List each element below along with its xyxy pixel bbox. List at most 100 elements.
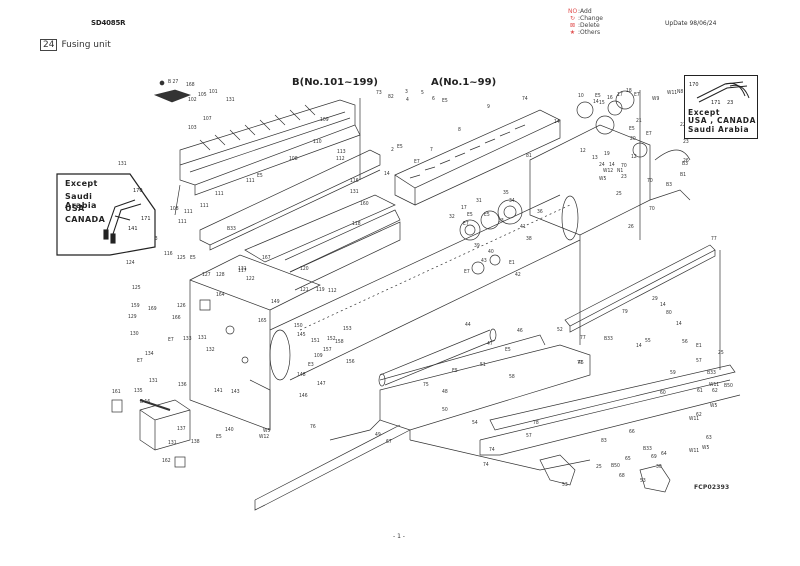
part-label: E5 xyxy=(629,126,635,132)
part-label: 52 xyxy=(557,327,563,333)
part-label: E7 xyxy=(168,337,174,343)
part-label: 6 xyxy=(432,96,435,102)
part-label-170: 170 xyxy=(689,82,699,88)
part-label: W12 xyxy=(259,434,269,440)
part-label: 73 xyxy=(376,90,382,96)
part-label: 157 xyxy=(323,347,332,353)
part-label: 53 xyxy=(562,482,568,488)
part-label: 70 xyxy=(621,163,627,169)
inset-left-line-3: USA xyxy=(65,204,85,213)
part-label: 32 xyxy=(449,214,455,220)
part-label: 10 xyxy=(578,93,584,99)
part-label: W9 xyxy=(652,96,659,102)
part-label: 5 xyxy=(421,90,424,96)
part-label: 42 xyxy=(515,272,521,278)
part-label: 63 xyxy=(706,435,712,441)
part-label: 48 xyxy=(442,389,448,395)
part-label: 53 xyxy=(640,478,646,484)
part-label: W11 xyxy=(709,382,719,388)
part-label: 26 xyxy=(683,158,689,164)
part-label: 14 xyxy=(593,99,599,105)
part-label: 122 xyxy=(246,276,255,282)
part-label: 16 xyxy=(607,95,613,101)
legend-label: :Change xyxy=(578,15,603,22)
part-label: 56 xyxy=(682,339,688,345)
part-label: 46 xyxy=(517,328,523,334)
part-label: 41 xyxy=(520,224,526,230)
part-label: N1 xyxy=(617,168,623,174)
part-label: 119 xyxy=(316,287,325,293)
model-number: SD4085R xyxy=(91,19,126,27)
part-label: 47 xyxy=(487,341,493,347)
part-label: 118 xyxy=(352,221,361,227)
part-label: B50 xyxy=(611,463,620,469)
pressure-roller xyxy=(378,328,497,387)
part-label: W11 xyxy=(689,416,699,422)
part-label: 137 xyxy=(177,426,186,432)
part-label: 103 xyxy=(188,125,197,131)
part-label: 58 xyxy=(509,374,515,380)
part-label: 108 xyxy=(289,156,298,162)
part-label: 131 xyxy=(118,161,127,167)
part-label: 109 xyxy=(314,353,323,359)
part-label: 14 xyxy=(609,162,615,168)
part-label: 60 xyxy=(660,390,666,396)
part-label: 151 xyxy=(311,338,320,344)
part-label: 57 xyxy=(526,433,532,439)
connector-box xyxy=(139,399,191,451)
part-label: 131 xyxy=(350,189,359,195)
part-label-170: 170 xyxy=(133,188,143,194)
part-label: E5 xyxy=(505,347,511,353)
part-label: 169 xyxy=(148,306,157,312)
part-label: 59 xyxy=(670,370,676,376)
part-label: 7 xyxy=(430,147,433,153)
part-label: B 16 xyxy=(140,399,150,405)
part-label: 83 xyxy=(601,438,607,444)
part-label: 30 xyxy=(656,464,662,470)
part-label: 81 xyxy=(526,153,532,159)
part-label: 17 xyxy=(617,92,623,98)
part-label: 111 xyxy=(184,209,193,215)
part-label: 112 xyxy=(328,288,337,294)
part-label: W5 xyxy=(702,445,709,451)
legend-item-others: ★ :Others xyxy=(568,29,603,36)
part-label: 124 xyxy=(126,260,135,266)
part-label: B33 xyxy=(707,370,716,376)
part-label: 43 xyxy=(481,258,487,264)
part-label-23: 23 xyxy=(727,100,733,106)
part-label: 146 xyxy=(299,393,308,399)
part-label: 135 xyxy=(134,388,143,394)
top-cover-b xyxy=(199,149,381,251)
part-label: 51 xyxy=(480,362,486,368)
part-label: 34 xyxy=(509,198,515,204)
part-label: E3 xyxy=(308,362,314,368)
part-label: W5 xyxy=(710,403,717,409)
part-label: 113 xyxy=(337,149,346,155)
part-label: 25 xyxy=(718,350,724,356)
part-label: B3 xyxy=(682,161,688,167)
part-label: 111 xyxy=(200,203,209,209)
part-label: 14 xyxy=(384,171,390,177)
part-label: 22 xyxy=(680,122,686,128)
part-label: W11 xyxy=(689,448,699,454)
part-label: 152 xyxy=(327,336,336,342)
part-label: 14 xyxy=(660,302,666,308)
part-label: 117 xyxy=(238,268,247,274)
part-label: 132 xyxy=(206,347,215,353)
part-label: 129 xyxy=(128,314,137,320)
part-label: 133 xyxy=(183,336,192,342)
part-label: 44 xyxy=(465,322,471,328)
part-label: 62 xyxy=(696,412,702,418)
part-label: 116 xyxy=(164,251,173,257)
part-label-141: 141 xyxy=(128,226,138,232)
part-label: 111 xyxy=(215,191,224,197)
part-label: 49 xyxy=(375,432,381,438)
part-label: E1 xyxy=(509,260,515,266)
part-label: 131 xyxy=(198,335,207,341)
part-label: 13 xyxy=(592,155,598,161)
part-label: 57 xyxy=(696,358,702,364)
part-label: 101 xyxy=(209,89,218,95)
part-label: 121 xyxy=(300,287,309,293)
part-label: 127 xyxy=(202,272,211,278)
